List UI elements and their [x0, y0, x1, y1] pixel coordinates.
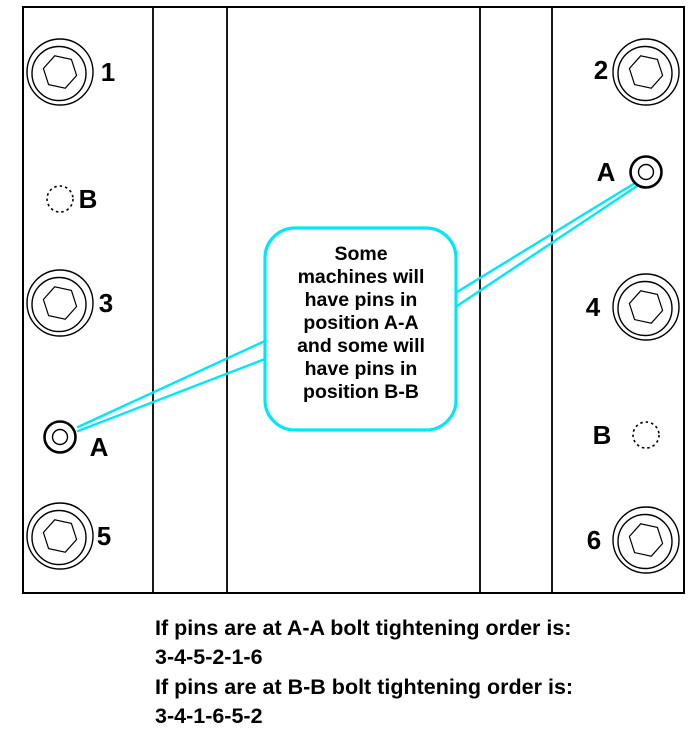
- callout-text-line: have pins in: [305, 358, 418, 380]
- bolt-6-label: 6: [587, 525, 601, 555]
- bolt-4-icon: [612, 273, 680, 341]
- leader-line-left-lower: [76, 357, 267, 433]
- callout-text-line: and some will: [297, 335, 425, 357]
- callout-text-line: position B-B: [303, 381, 419, 403]
- pin-b-left-label: B: [79, 184, 98, 214]
- pin-b-right-label: B: [593, 420, 612, 450]
- bolt-1-icon: [26, 38, 94, 106]
- callout-text-line: position A-A: [303, 312, 418, 334]
- pin-b-right-icon: [632, 421, 660, 449]
- caption-line-2: 3-4-5-2-1-6: [155, 645, 263, 669]
- leader-line-left-upper: [76, 339, 267, 429]
- pin-a-right-label: A: [597, 157, 616, 187]
- leader-line-right-lower: [455, 184, 639, 308]
- callout-text-line: have pins in: [305, 289, 418, 311]
- bolt-3-icon: [26, 269, 94, 337]
- pin-b-left-icon: [46, 185, 74, 213]
- bolt-2-icon: [612, 38, 680, 106]
- pin-a-right-icon: [629, 155, 663, 189]
- bolt-5-label: 5: [97, 521, 111, 551]
- leader-line-right-upper: [455, 181, 637, 294]
- caption-line-4: 3-4-1-6-5-2: [155, 704, 263, 728]
- pin-a-left-label: A: [90, 432, 109, 462]
- callout-text-line: Some: [334, 243, 387, 265]
- bolt-6-icon: [612, 506, 680, 574]
- bolt-1-label: 1: [101, 57, 115, 87]
- bolt-2-label: 2: [594, 55, 608, 85]
- bolt-5-icon: [26, 502, 94, 570]
- bolt-3-label: 3: [99, 288, 113, 318]
- caption-line-1: If pins are at A-A bolt tightening order…: [155, 616, 571, 640]
- caption-line-3: If pins are at B-B bolt tightening order…: [155, 675, 573, 699]
- pin-a-left-icon: [43, 420, 77, 454]
- callout-box: [263, 226, 458, 432]
- bolt-4-label: 4: [586, 292, 601, 322]
- callout-text-line: machines will: [298, 266, 425, 288]
